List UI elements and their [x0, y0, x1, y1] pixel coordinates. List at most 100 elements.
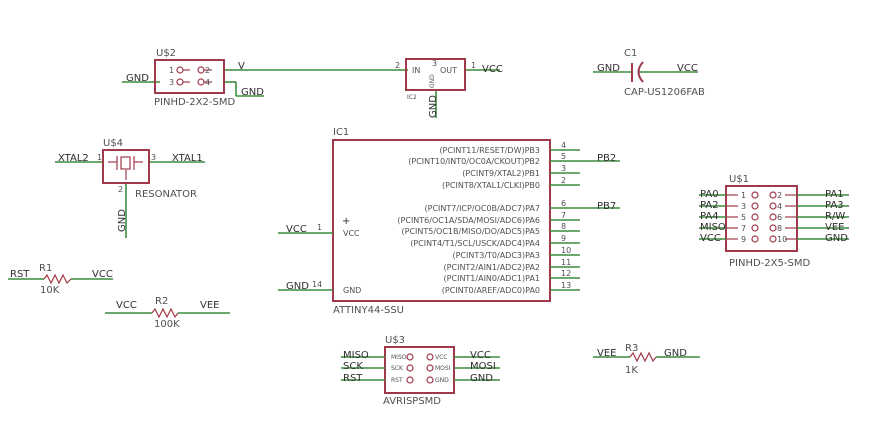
u1-pin-num: 8 [777, 224, 782, 233]
ic1-pin-num: 8 [561, 222, 566, 231]
u3-pin-label: RST [391, 377, 403, 384]
net-label: VCC [700, 233, 721, 244]
u3-pin-pad [426, 376, 434, 384]
r1-value: 10K [40, 285, 60, 296]
ic1-pin-num: 10 [561, 246, 571, 255]
ic1-pin-num: 1 [317, 223, 322, 232]
net-label: R/W [825, 211, 845, 222]
net-label: XTAL2 [58, 153, 89, 164]
net-label: VCC [482, 64, 503, 75]
ic1-pin-label: (PCINT10/INT0/OC0A/CKOUT)PB2 [408, 157, 540, 166]
u3-pin-label: MISO [391, 354, 407, 361]
net-label: MISO [700, 222, 726, 233]
u3-pin-pad [406, 376, 414, 384]
net-label: VCC [116, 300, 137, 311]
u2-pin: 2 [205, 66, 210, 75]
u2-pin: 4 [205, 78, 210, 87]
u1-pin-pad [769, 224, 777, 232]
ic1-pin-label: (PCINT11/RESET/DW)PB3 [439, 146, 540, 155]
net-label: GND [664, 348, 687, 359]
u2-pin: 3 [169, 78, 174, 87]
net-label: PA2 [700, 200, 719, 211]
u1-pin-pad [769, 191, 777, 199]
net-label: GND [428, 95, 439, 118]
ic1-pin-label: (PCINT6/OC1A/SDA/MOSI/ADC6)PA6 [397, 216, 540, 225]
net-label: GND [470, 373, 493, 384]
ic1-pin-label: (PCINT7/ICP/OC0B/ADC7)PA7 [425, 204, 540, 213]
ic1-pin-num: 4 [561, 141, 566, 150]
u1-pin-num: 2 [777, 191, 782, 200]
net-label: MOSI [470, 361, 496, 372]
net-label: PA0 [700, 189, 719, 200]
net-label: RST [10, 269, 30, 280]
net-label: VCC [677, 63, 698, 74]
ic1-pin-label: (PCINT4/T1/SCL/USCK/ADC4)PA4 [410, 239, 540, 248]
part-u4[interactable]: U$4 RESONATOR 1 3 2 XTAL2 XTAL1 GND [55, 138, 205, 238]
u3-pin-label: GND [435, 377, 449, 384]
ic1-pin-num: 9 [561, 234, 566, 243]
ic2-pin-num: 1 [471, 61, 476, 70]
ic1-pin-num: 11 [561, 258, 571, 267]
ic1-pin-num: 13 [561, 281, 571, 290]
u1-pin-num: 5 [741, 213, 746, 222]
ic1-pin-num: 5 [561, 152, 566, 161]
u4-pin: 2 [118, 185, 123, 194]
ic1-value: ATTINY44-SSU [333, 305, 404, 316]
u3-name: U$3 [385, 335, 405, 346]
net-label: PA4 [700, 211, 719, 222]
u1-pin-num: 1 [741, 191, 746, 200]
u1-pin-pad [751, 191, 759, 199]
ic1-pin-num: 12 [561, 269, 571, 278]
net-label: PB7 [597, 201, 616, 212]
u1-pin-pad [751, 202, 759, 210]
net-label: XTAL1 [172, 153, 203, 164]
u4-name: U$4 [103, 138, 123, 149]
u1-pin-pad [751, 213, 759, 221]
part-r1[interactable]: R1 10K RST VCC [8, 263, 113, 296]
part-ic2[interactable]: IN OUT GND 2 1 3 IC2 VCC GND [395, 58, 503, 118]
net-label: GND [825, 233, 848, 244]
part-u2[interactable]: U$2 PINHD-2X2-SMD 1 2 3 4 GND V GND [122, 48, 408, 108]
ic1-pin-num: 2 [561, 176, 566, 185]
net-label: VCC [470, 350, 491, 361]
ic2-pin-in: IN [412, 66, 420, 75]
part-r2[interactable]: R2 100K VCC VEE [105, 296, 230, 330]
net-label: PA3 [825, 200, 844, 211]
net-label: MISO [343, 350, 369, 361]
ic1-pin-num: 14 [312, 280, 322, 289]
ic2-name: IC2 [407, 94, 417, 101]
u1-pin-num: 9 [741, 235, 746, 244]
ic2-pin-gnd: GND [429, 74, 436, 88]
ic1-plus: + [342, 216, 350, 227]
net-label: VEE [825, 222, 844, 233]
ic1-pin-num: 3 [561, 164, 566, 173]
net-label: GND [241, 87, 264, 98]
u3-pin-pad [426, 364, 434, 372]
u1-pin-num: 3 [741, 202, 746, 211]
net-label: GND [126, 73, 149, 84]
ic1-pin-num: 6 [561, 199, 566, 208]
u1-pin-num: 6 [777, 213, 782, 222]
part-r3[interactable]: R3 1K VEE GND [593, 343, 700, 376]
u2-value: PINHD-2X2-SMD [154, 97, 235, 108]
ic1-pin-label: (PCINT0/AREF/ADC0)PA0 [442, 286, 540, 295]
u3-pin-pad [426, 353, 434, 361]
net-label: GND [597, 63, 620, 74]
u2-pin: 1 [169, 66, 174, 75]
ic2-pin-num: 3 [432, 59, 437, 68]
u3-pin-pad [406, 364, 414, 372]
part-c1[interactable]: C1 CAP-US1206FAB GND VCC [593, 48, 705, 98]
ic1-pin-label: (PCINT9/XTAL2)PB1 [462, 169, 540, 178]
net-label: VCC [92, 269, 113, 280]
ic1-pin-label: (PCINT3/T0/ADC3)PA3 [452, 251, 540, 260]
r2-name: R2 [155, 296, 168, 307]
part-ic1[interactable]: IC1 ATTINY44-SSU + VCC GND 1 14 VCC GND … [278, 127, 620, 316]
ic1-pin-label: (PCINT1/AIN0/ADC1)PA1 [444, 274, 540, 283]
net-label: V [238, 61, 245, 72]
ic1-pin-label: VCC [343, 229, 360, 238]
